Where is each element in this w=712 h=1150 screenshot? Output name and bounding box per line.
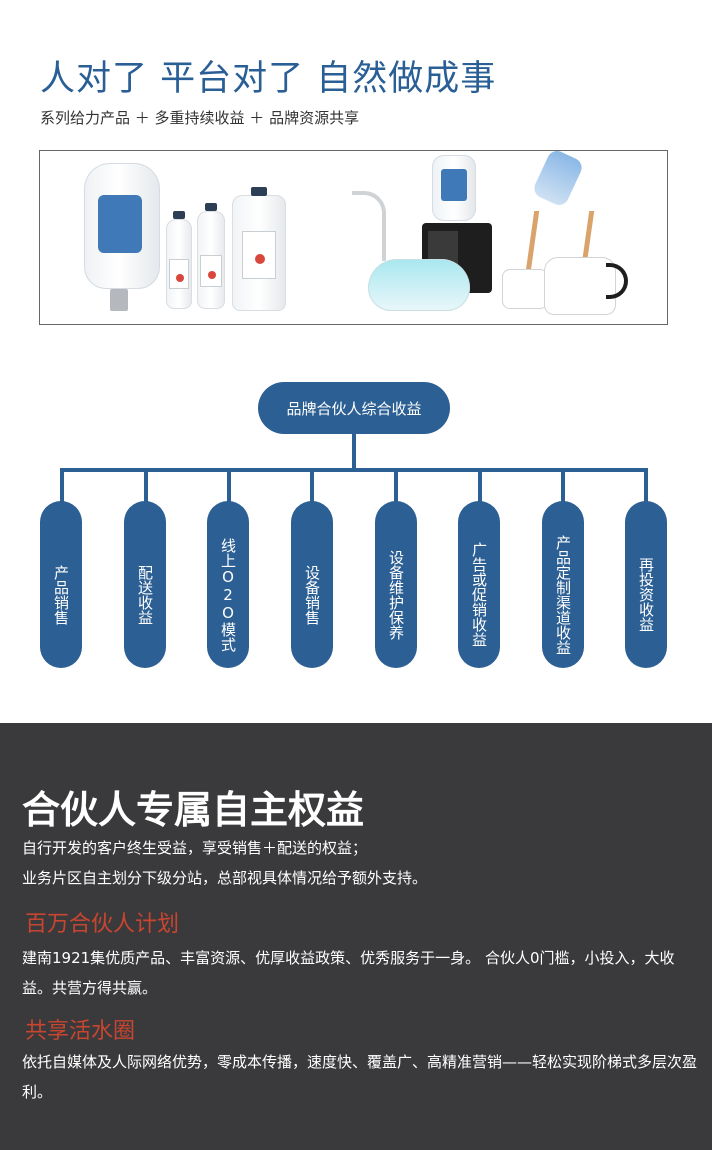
diagram-branch-o2o: 线上O2O模式 xyxy=(207,501,249,668)
base-unit-icon xyxy=(368,259,470,311)
diagram-branch-equipment-sales: 设备销售 xyxy=(291,501,333,668)
diagram-branch-reinvestment: 再投资收益 xyxy=(625,501,667,668)
kettle-icon xyxy=(544,257,616,315)
page-headline: 人对了 平台对了 自然做成事 xyxy=(40,59,497,99)
water-jug-icon xyxy=(84,163,160,289)
diagram-branch-delivery: 配送收益 xyxy=(124,501,166,668)
water-bottle-small-icon xyxy=(197,203,225,309)
plan-heading: 百万合伙人计划 xyxy=(25,912,180,937)
jug-neck-icon xyxy=(110,289,128,311)
stand-jug-icon xyxy=(531,151,585,209)
circle-text: 依托自媒体及人际网络优势，零成本传播，速度快、覆盖广、高精准营销——轻松实现阶梯… xyxy=(22,1053,698,1101)
plan-text: 建南1921集优质产品、丰富资源、优厚收益政策、优秀服务于一身。 合伙人0门槛，… xyxy=(22,949,675,997)
partner-line-2: 业务片区自主划分下级分站，总部视具体情况给予额外支持。 xyxy=(22,869,428,887)
faucet-icon xyxy=(352,191,386,261)
circle-heading: 共享活水圈 xyxy=(25,1019,136,1044)
diagram-branch-product-sales: 产品销售 xyxy=(40,501,82,668)
water-bottle-large-icon xyxy=(232,187,286,311)
diagram-branch-advertising: 广告或促销收益 xyxy=(458,501,500,668)
diagram-branch-maintenance: 设备维护保养 xyxy=(375,501,417,668)
brand-label-icon xyxy=(98,195,142,253)
diagram-branch-custom-channel: 产品定制渠道收益 xyxy=(542,501,584,668)
kettle-handle-icon xyxy=(606,263,628,299)
dispenser-jug-icon xyxy=(432,155,476,221)
product-image-frame xyxy=(39,150,668,325)
kettle-icon xyxy=(502,269,548,309)
diagram-connectors xyxy=(60,434,648,505)
partner-section: 合伙人专属自主权益 自行开发的客户终生受益，享受销售＋配送的权益； 业务片区自主… xyxy=(0,723,712,1150)
page-subline: 系列给力产品 ＋ 多重持续收益 ＋ 品牌资源共享 xyxy=(40,109,360,127)
diagram-root: 品牌合伙人综合收益 xyxy=(258,382,450,434)
partner-line-1: 自行开发的客户终生受益，享受销售＋配送的权益； xyxy=(22,839,368,857)
water-bottle-small-icon xyxy=(166,211,192,309)
partner-title: 合伙人专属自主权益 xyxy=(22,787,365,832)
